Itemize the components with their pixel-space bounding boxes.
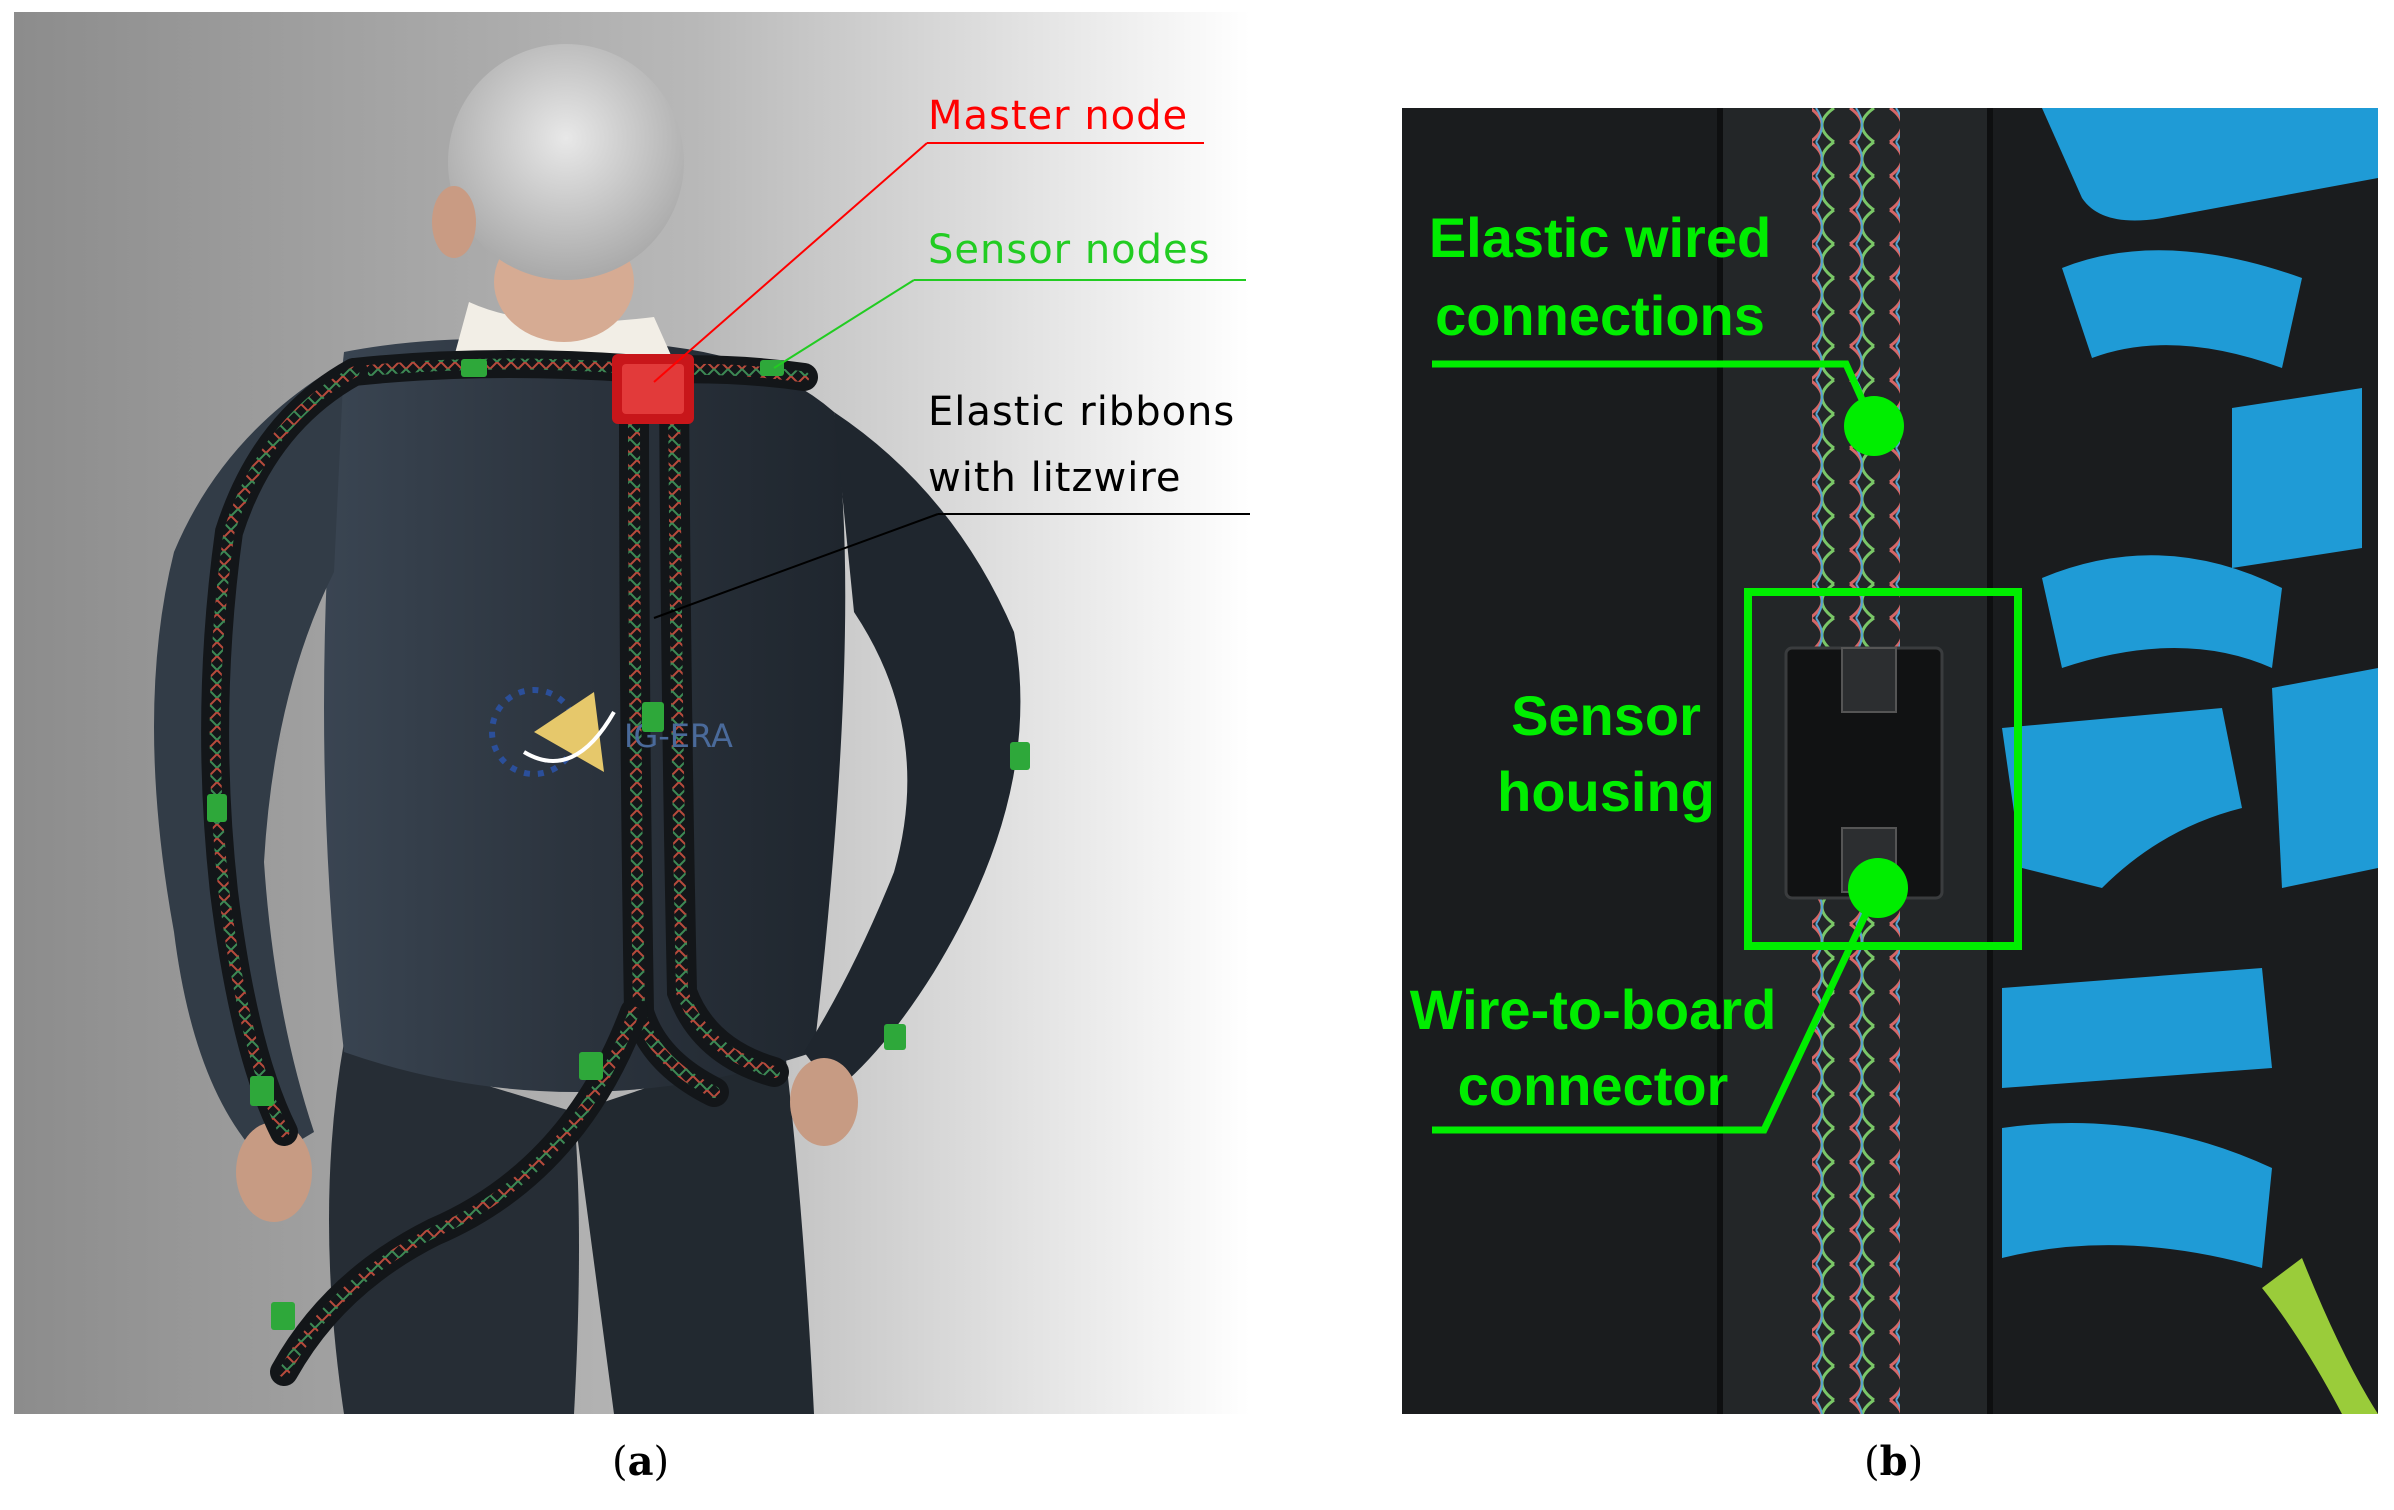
elastic-wired-label-line1: Elastic wired	[1428, 206, 1772, 269]
wire-to-board-label-line1: Wire-to-board	[1409, 978, 1777, 1041]
ribbons-label-line2: with litzwire	[928, 455, 1182, 501]
sensor-nodes-label: Sensor nodes	[928, 227, 1211, 273]
wire-to-board-label-line2: connector	[1457, 1054, 1729, 1117]
photo-panel-a: IG-ERA Master node Sensor	[14, 12, 1250, 1414]
caption-b: (b)	[1864, 1438, 1924, 1485]
sensor-housing-label-line2: housing	[1497, 760, 1715, 823]
master-node-icon	[612, 354, 694, 424]
logo-stars-icon	[489, 687, 616, 777]
photo-panel-b: Elastic wired connections Sensor housing…	[1402, 108, 2378, 1414]
suit-photo: IG-ERA	[14, 12, 1250, 1414]
closeup-photo	[1402, 108, 2378, 1414]
master-node-label: Master node	[928, 93, 1189, 139]
elastic-wired-label-line2: connections	[1435, 284, 1765, 347]
logo-text: IG-ERA	[624, 717, 733, 755]
sensor-node-icon	[207, 359, 1030, 1330]
caption-a: (a)	[612, 1438, 670, 1485]
sensor-housing-label-line1: Sensor	[1511, 684, 1701, 747]
ribbons-label-line1: Elastic ribbons	[928, 389, 1236, 435]
